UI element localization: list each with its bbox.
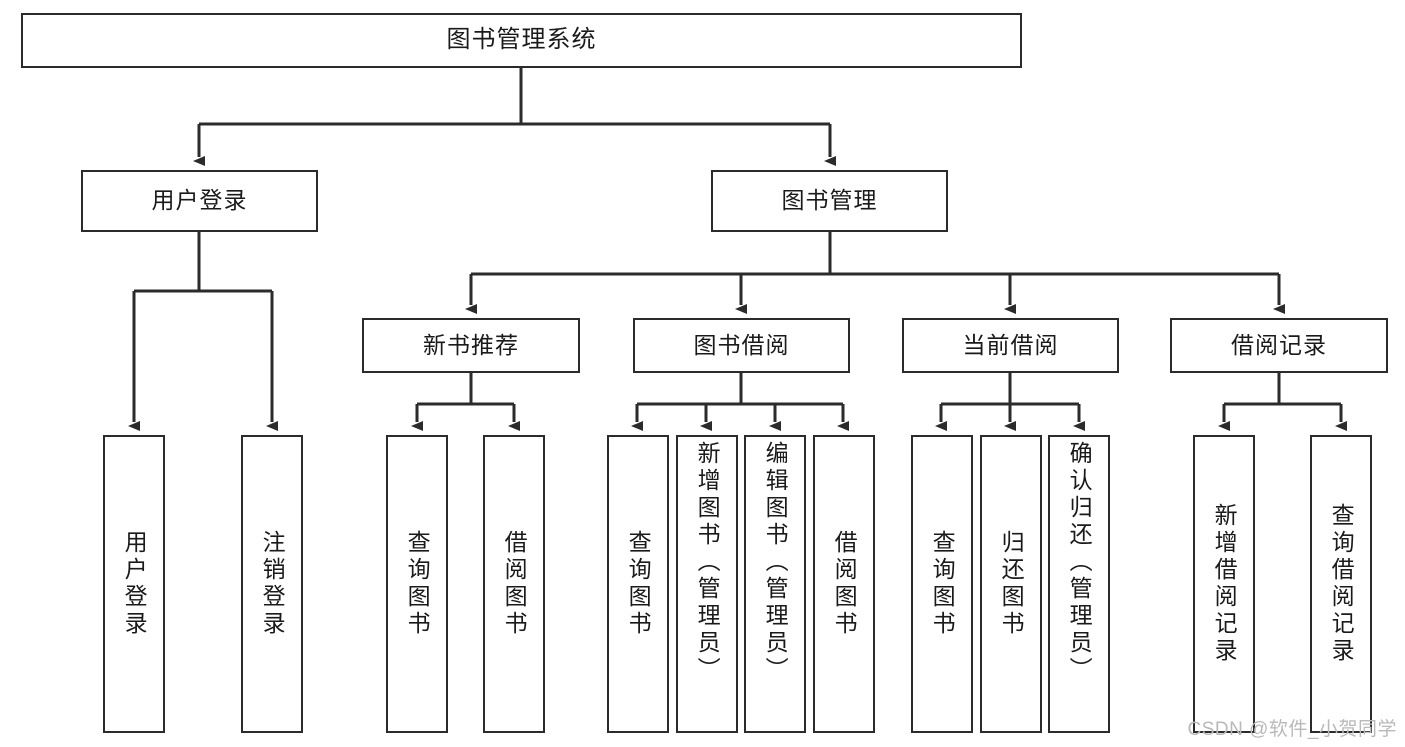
node-label: 新书推荐	[423, 331, 519, 358]
node-leaf-add-borrow-record[interactable]: 新增借阅记录	[1193, 435, 1255, 733]
node-label: 归还图书	[998, 530, 1025, 638]
node-label: 用户登录	[121, 530, 148, 638]
node-label: 确认归还（管理员）	[1066, 441, 1093, 684]
leaf-text-wrap: 查询图书	[388, 437, 446, 731]
node-leaf-query-book-current[interactable]: 查询图书	[911, 435, 973, 733]
node-leaf-query-book-borrow[interactable]: 查询图书	[607, 435, 669, 733]
node-leaf-borrow-book-recommend[interactable]: 借阅图书	[483, 435, 545, 733]
node-label: 注销登录	[259, 530, 286, 638]
node-leaf-edit-book[interactable]: 编辑图书（管理员）	[744, 435, 806, 733]
csdn-watermark: CSDN @软件_小贺同学	[1187, 719, 1397, 740]
leaf-text-wrap: 新增借阅记录	[1195, 437, 1253, 731]
node-leaf-logout[interactable]: 注销登录	[241, 435, 303, 733]
node-leaf-add-book[interactable]: 新增图书（管理员）	[676, 435, 738, 733]
leaf-text-wrap: 确认归还（管理员）	[1050, 437, 1108, 735]
node-current-borrow[interactable]: 当前借阅	[902, 318, 1119, 373]
node-leaf-return-book[interactable]: 归还图书	[980, 435, 1042, 733]
node-leaf-borrow-book[interactable]: 借阅图书	[813, 435, 875, 733]
node-leaf-query-borrow-record[interactable]: 查询借阅记录	[1310, 435, 1372, 733]
node-borrow-record[interactable]: 借阅记录	[1170, 318, 1388, 373]
leaf-text-wrap: 编辑图书（管理员）	[746, 437, 804, 735]
node-label: 借阅记录	[1231, 331, 1327, 358]
leaf-text-wrap: 用户登录	[105, 437, 163, 731]
leaf-text-wrap: 归还图书	[982, 437, 1040, 731]
node-leaf-query-book-recommend[interactable]: 查询图书	[386, 435, 448, 733]
leaf-text-wrap: 查询图书	[913, 437, 971, 731]
node-label: 用户登录	[151, 187, 248, 214]
node-leaf-confirm-return[interactable]: 确认归还（管理员）	[1048, 435, 1110, 733]
node-new-book-recommend[interactable]: 新书推荐	[362, 318, 580, 373]
node-book-management[interactable]: 图书管理	[711, 170, 948, 232]
leaf-text-wrap: 注销登录	[243, 437, 301, 731]
node-label: 新增图书（管理员）	[694, 441, 721, 684]
leaf-text-wrap: 新增图书（管理员）	[678, 437, 736, 735]
node-label: 查询图书	[625, 530, 652, 638]
node-root-book-management-system[interactable]: 图书管理系统	[21, 13, 1022, 68]
node-label: 查询借阅记录	[1328, 503, 1355, 665]
node-user-login[interactable]: 用户登录	[81, 170, 318, 232]
node-label: 当前借阅	[962, 331, 1059, 358]
node-book-borrow[interactable]: 图书借阅	[633, 318, 850, 373]
leaf-text-wrap: 借阅图书	[815, 437, 873, 731]
node-label: 查询图书	[404, 530, 431, 638]
leaf-text-wrap: 借阅图书	[485, 437, 543, 731]
node-label: 查询图书	[929, 530, 956, 638]
leaf-text-wrap: 查询借阅记录	[1312, 437, 1370, 731]
node-label: 图书管理系统	[446, 26, 597, 54]
node-label: 图书借阅	[693, 331, 790, 358]
node-label: 图书管理	[781, 187, 878, 214]
node-leaf-user-login[interactable]: 用户登录	[103, 435, 165, 733]
node-label: 借阅图书	[831, 530, 858, 638]
node-label: 编辑图书（管理员）	[762, 441, 789, 684]
node-label: 新增借阅记录	[1211, 503, 1238, 665]
leaf-text-wrap: 查询图书	[609, 437, 667, 731]
node-label: 借阅图书	[501, 530, 528, 638]
